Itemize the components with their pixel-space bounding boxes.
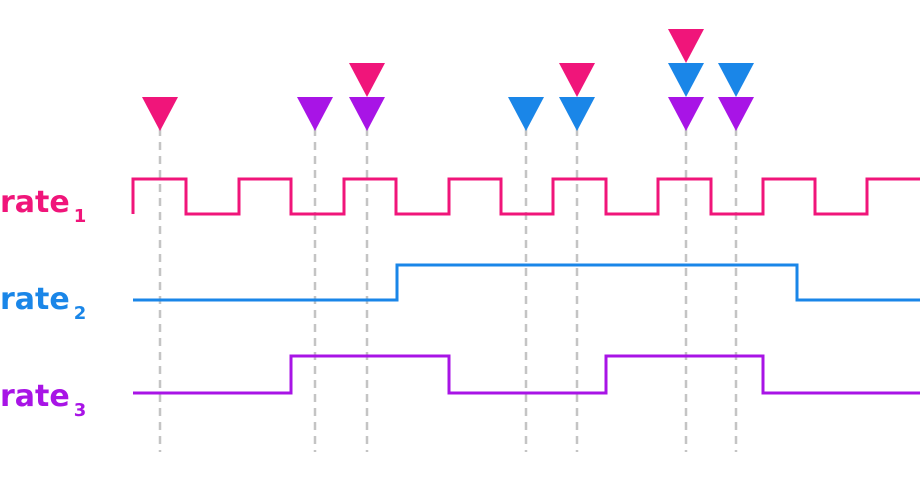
rate1-waveform: [131, 177, 920, 216]
rate3-event-marker: [718, 97, 754, 131]
rate3-event-marker: [297, 97, 333, 131]
rate3-subscript: 3: [74, 400, 87, 421]
rate2-event-marker: [668, 63, 704, 97]
rate2-event-marker: [718, 63, 754, 97]
rate1-subscript: 1: [74, 206, 87, 227]
rate2-event-marker: [508, 97, 544, 131]
rate3-waveform: [133, 354, 920, 395]
event-markers: [142, 29, 754, 131]
rate3-event-marker: [668, 97, 704, 131]
rate1-event-marker: [668, 29, 704, 63]
rate3-event-marker: [349, 97, 385, 131]
rate2-event-marker: [559, 97, 595, 131]
rate1-event-marker: [349, 63, 385, 97]
rate2-subscript: 2: [74, 303, 87, 324]
rate1-event-marker: [559, 63, 595, 97]
rate1-event-marker: [142, 97, 178, 131]
event-guide-lines: [158, 128, 738, 452]
rate2-waveform: [133, 263, 920, 302]
